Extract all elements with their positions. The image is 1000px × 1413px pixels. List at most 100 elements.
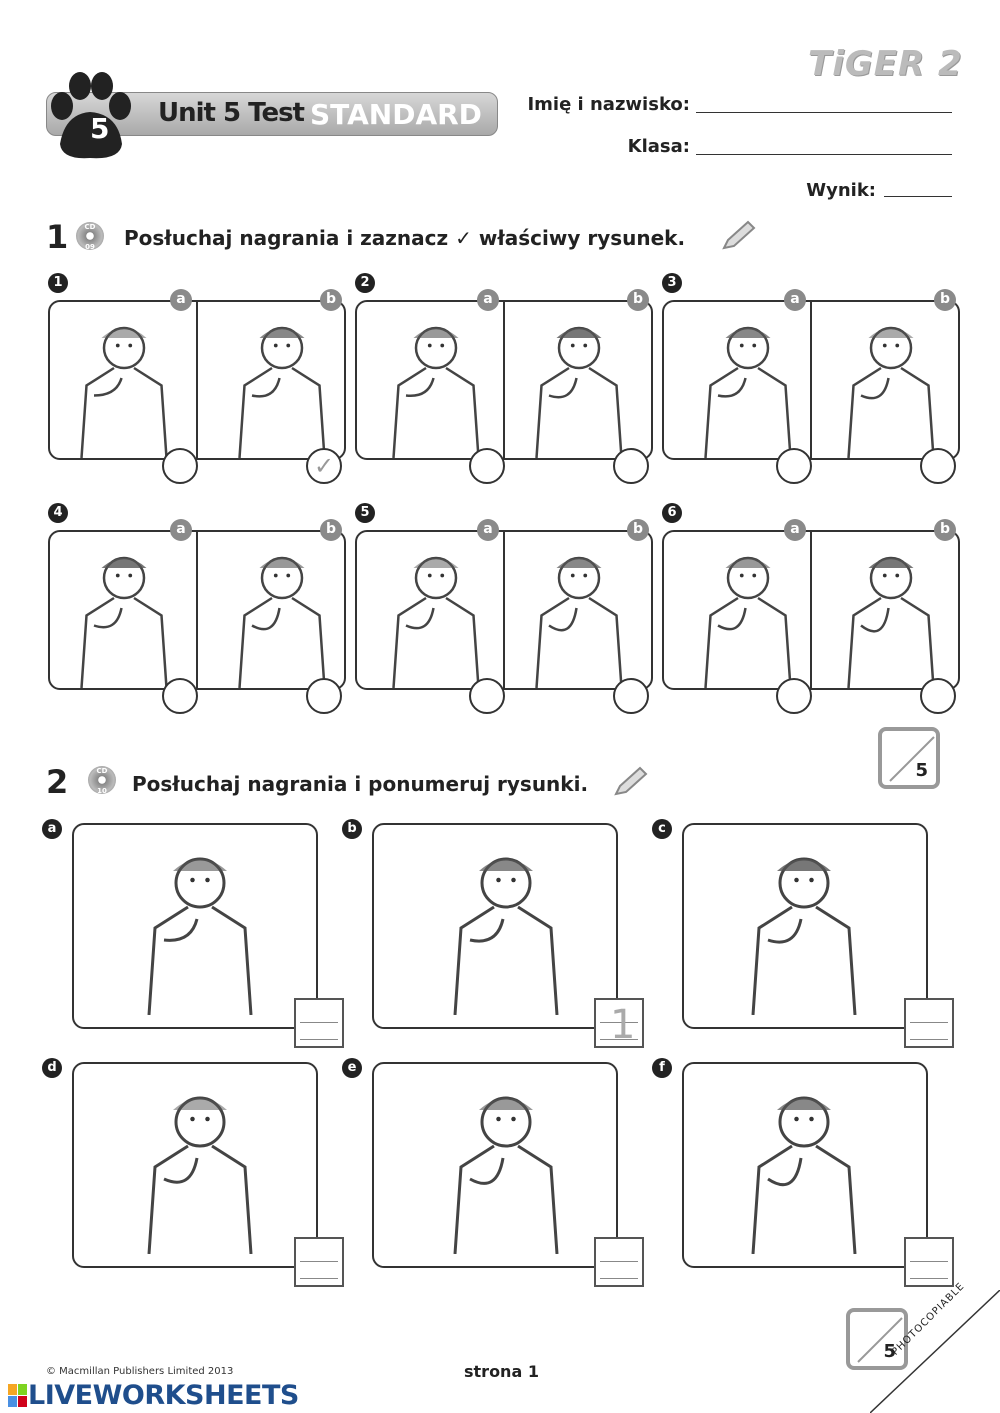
illustration (94, 1074, 294, 1255)
item-number-badge: 4 (48, 503, 68, 523)
option-a-label: a (170, 289, 192, 311)
option-a-label: a (477, 289, 499, 311)
illustration-a (365, 538, 497, 689)
score-field[interactable] (884, 196, 952, 197)
exercise-2-picture (72, 1062, 318, 1268)
item-number-badge: 2 (355, 273, 375, 293)
picture-letter-badge: e (342, 1058, 362, 1078)
illustration-a (58, 538, 190, 689)
illustration-b (206, 538, 338, 689)
option-a-label: a (784, 519, 806, 541)
option-b-label: b (320, 289, 342, 311)
illustration (394, 1074, 594, 1255)
item-number-badge: 3 (662, 273, 682, 293)
answer-circle-b[interactable]: ✓ (306, 448, 342, 484)
exercise-1-item (48, 300, 346, 460)
score-label: Wynik: (806, 180, 876, 201)
number-answer-box[interactable] (294, 1237, 344, 1287)
level-label: STANDARD (310, 98, 482, 131)
exercise-2-instruction: Posłuchaj nagrania i ponumeruj rysunki. (132, 772, 589, 796)
option-b-label: b (627, 289, 649, 311)
page-number: strona 1 (464, 1362, 539, 1381)
check-icon: ✓ (313, 452, 335, 480)
picture-letter-badge: f (652, 1058, 672, 1078)
exercise-1-item (662, 300, 960, 460)
exercise-1-number: 1 (46, 218, 69, 256)
answer-circle-a[interactable] (469, 678, 505, 714)
illustration-a (58, 308, 190, 459)
cd-track: 10 (97, 787, 107, 795)
picture-letter-badge: d (42, 1058, 62, 1078)
liveworksheets-watermark: LIVEWORKSHEETS (8, 1380, 299, 1411)
illustration (704, 1074, 904, 1255)
name-field[interactable] (696, 112, 952, 113)
unit-title: Unit 5 Test (158, 98, 305, 128)
exercise-2-score-box: 5 (846, 1308, 908, 1370)
exercise-1-item (662, 530, 960, 690)
answer-circle-a[interactable] (776, 448, 812, 484)
option-b-label: b (320, 519, 342, 541)
exercise-2-picture (682, 823, 928, 1029)
exercise-2-picture (72, 823, 318, 1029)
answer-circle-b[interactable] (920, 448, 956, 484)
class-field[interactable] (696, 154, 952, 155)
pencil-icon (614, 766, 648, 796)
exercise-2-picture (372, 823, 618, 1029)
number-answer-box[interactable] (904, 998, 954, 1048)
class-label: Klasa: (627, 136, 690, 157)
exercise-1-item (48, 530, 346, 690)
exercise-1-item (355, 300, 653, 460)
picture-letter-badge: b (342, 819, 362, 839)
item-number-badge: 1 (48, 273, 68, 293)
corner-line (870, 1290, 1000, 1413)
number-answer-box[interactable] (904, 1237, 954, 1287)
picture-letter-badge: a (42, 819, 62, 839)
illustration (94, 835, 294, 1016)
tiger-logo: TiGER 2 (808, 44, 963, 84)
option-a-label: a (477, 519, 499, 541)
answer-circle-b[interactable] (613, 448, 649, 484)
answer-circle-a[interactable] (162, 448, 198, 484)
number-answer-box[interactable]: 1 (594, 998, 644, 1048)
picture-letter-badge: c (652, 819, 672, 839)
answer-circle-b[interactable] (920, 678, 956, 714)
option-b-label: b (934, 289, 956, 311)
name-label: Imię i nazwisko: (527, 94, 690, 115)
number-answer-box[interactable] (294, 998, 344, 1048)
illustration-a (672, 538, 804, 689)
exercise-1-item (355, 530, 653, 690)
illustration-a (672, 308, 804, 459)
option-a-label: a (170, 519, 192, 541)
illustration-a (365, 308, 497, 459)
answer-circle-b[interactable] (613, 678, 649, 714)
exercise-1-score-box: 5 (878, 727, 940, 789)
number-answer-box[interactable] (594, 1237, 644, 1287)
pencil-icon (722, 220, 756, 250)
answer-circle-b[interactable] (306, 678, 342, 714)
answer-circle-a[interactable] (469, 448, 505, 484)
illustration-b (820, 538, 952, 689)
option-b-label: b (934, 519, 956, 541)
option-a-label: a (784, 289, 806, 311)
illustration (394, 835, 594, 1016)
exercise-2-picture (682, 1062, 928, 1268)
unit-number: 5 (90, 112, 110, 145)
illustration-b (820, 308, 952, 459)
illustration-b (206, 308, 338, 459)
illustration (704, 835, 904, 1016)
answer-circle-a[interactable] (776, 678, 812, 714)
illustration-b (513, 308, 645, 459)
paw-icon (51, 72, 131, 159)
exercise-2-picture (372, 1062, 618, 1268)
answer-circle-a[interactable] (162, 678, 198, 714)
exercise-1-instruction: Posłuchaj nagrania i zaznacz ✓ właściwy … (124, 226, 686, 250)
illustration-b (513, 538, 645, 689)
cd-track: 09 (85, 243, 95, 251)
item-number-badge: 5 (355, 503, 375, 523)
exercise-2-number: 2 (46, 763, 69, 801)
copyright: © Macmillan Publishers Limited 2013 (46, 1366, 234, 1377)
option-b-label: b (627, 519, 649, 541)
item-number-badge: 6 (662, 503, 682, 523)
